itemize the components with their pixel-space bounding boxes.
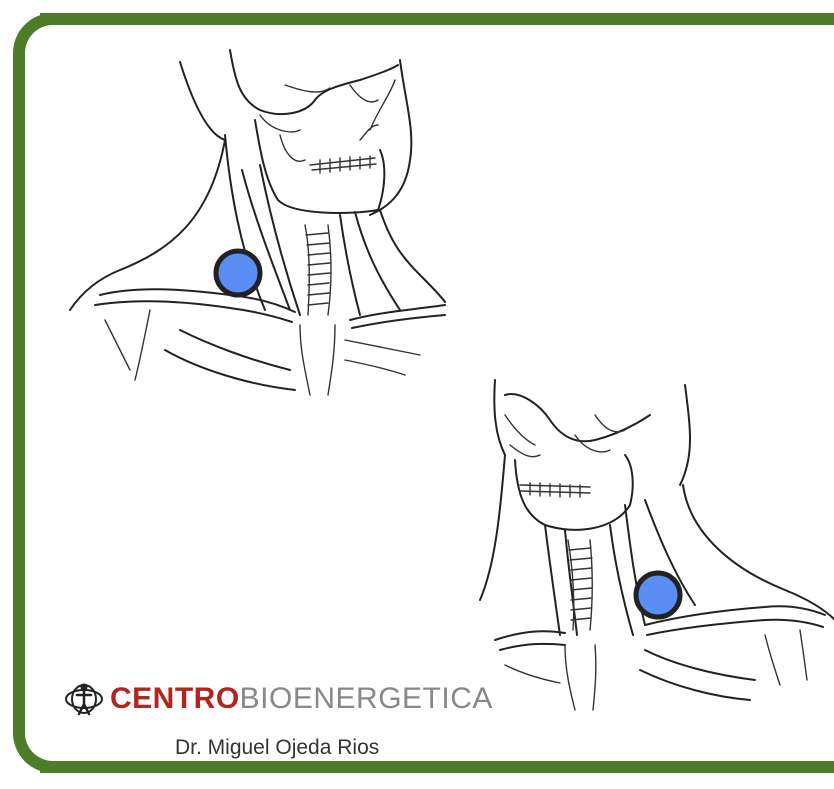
- neck-illustration-top: [60, 40, 460, 400]
- brand-logo-block: CENTRO BIOENERGETICA: [62, 682, 493, 716]
- neck-illustration-bottom: [465, 375, 834, 715]
- treatment-point-marker: [636, 573, 680, 617]
- frame-top-edge: [40, 13, 834, 25]
- bioenergetic-figure-icon: [62, 682, 106, 716]
- brand-name-light: BIOENERGETICA: [240, 682, 493, 716]
- brand-name-bold: CENTRO: [110, 682, 240, 716]
- frame-bottom-edge: [40, 761, 834, 773]
- author-name: Dr. Miguel Ojeda Rios: [175, 736, 379, 760]
- treatment-point-marker: [216, 251, 260, 295]
